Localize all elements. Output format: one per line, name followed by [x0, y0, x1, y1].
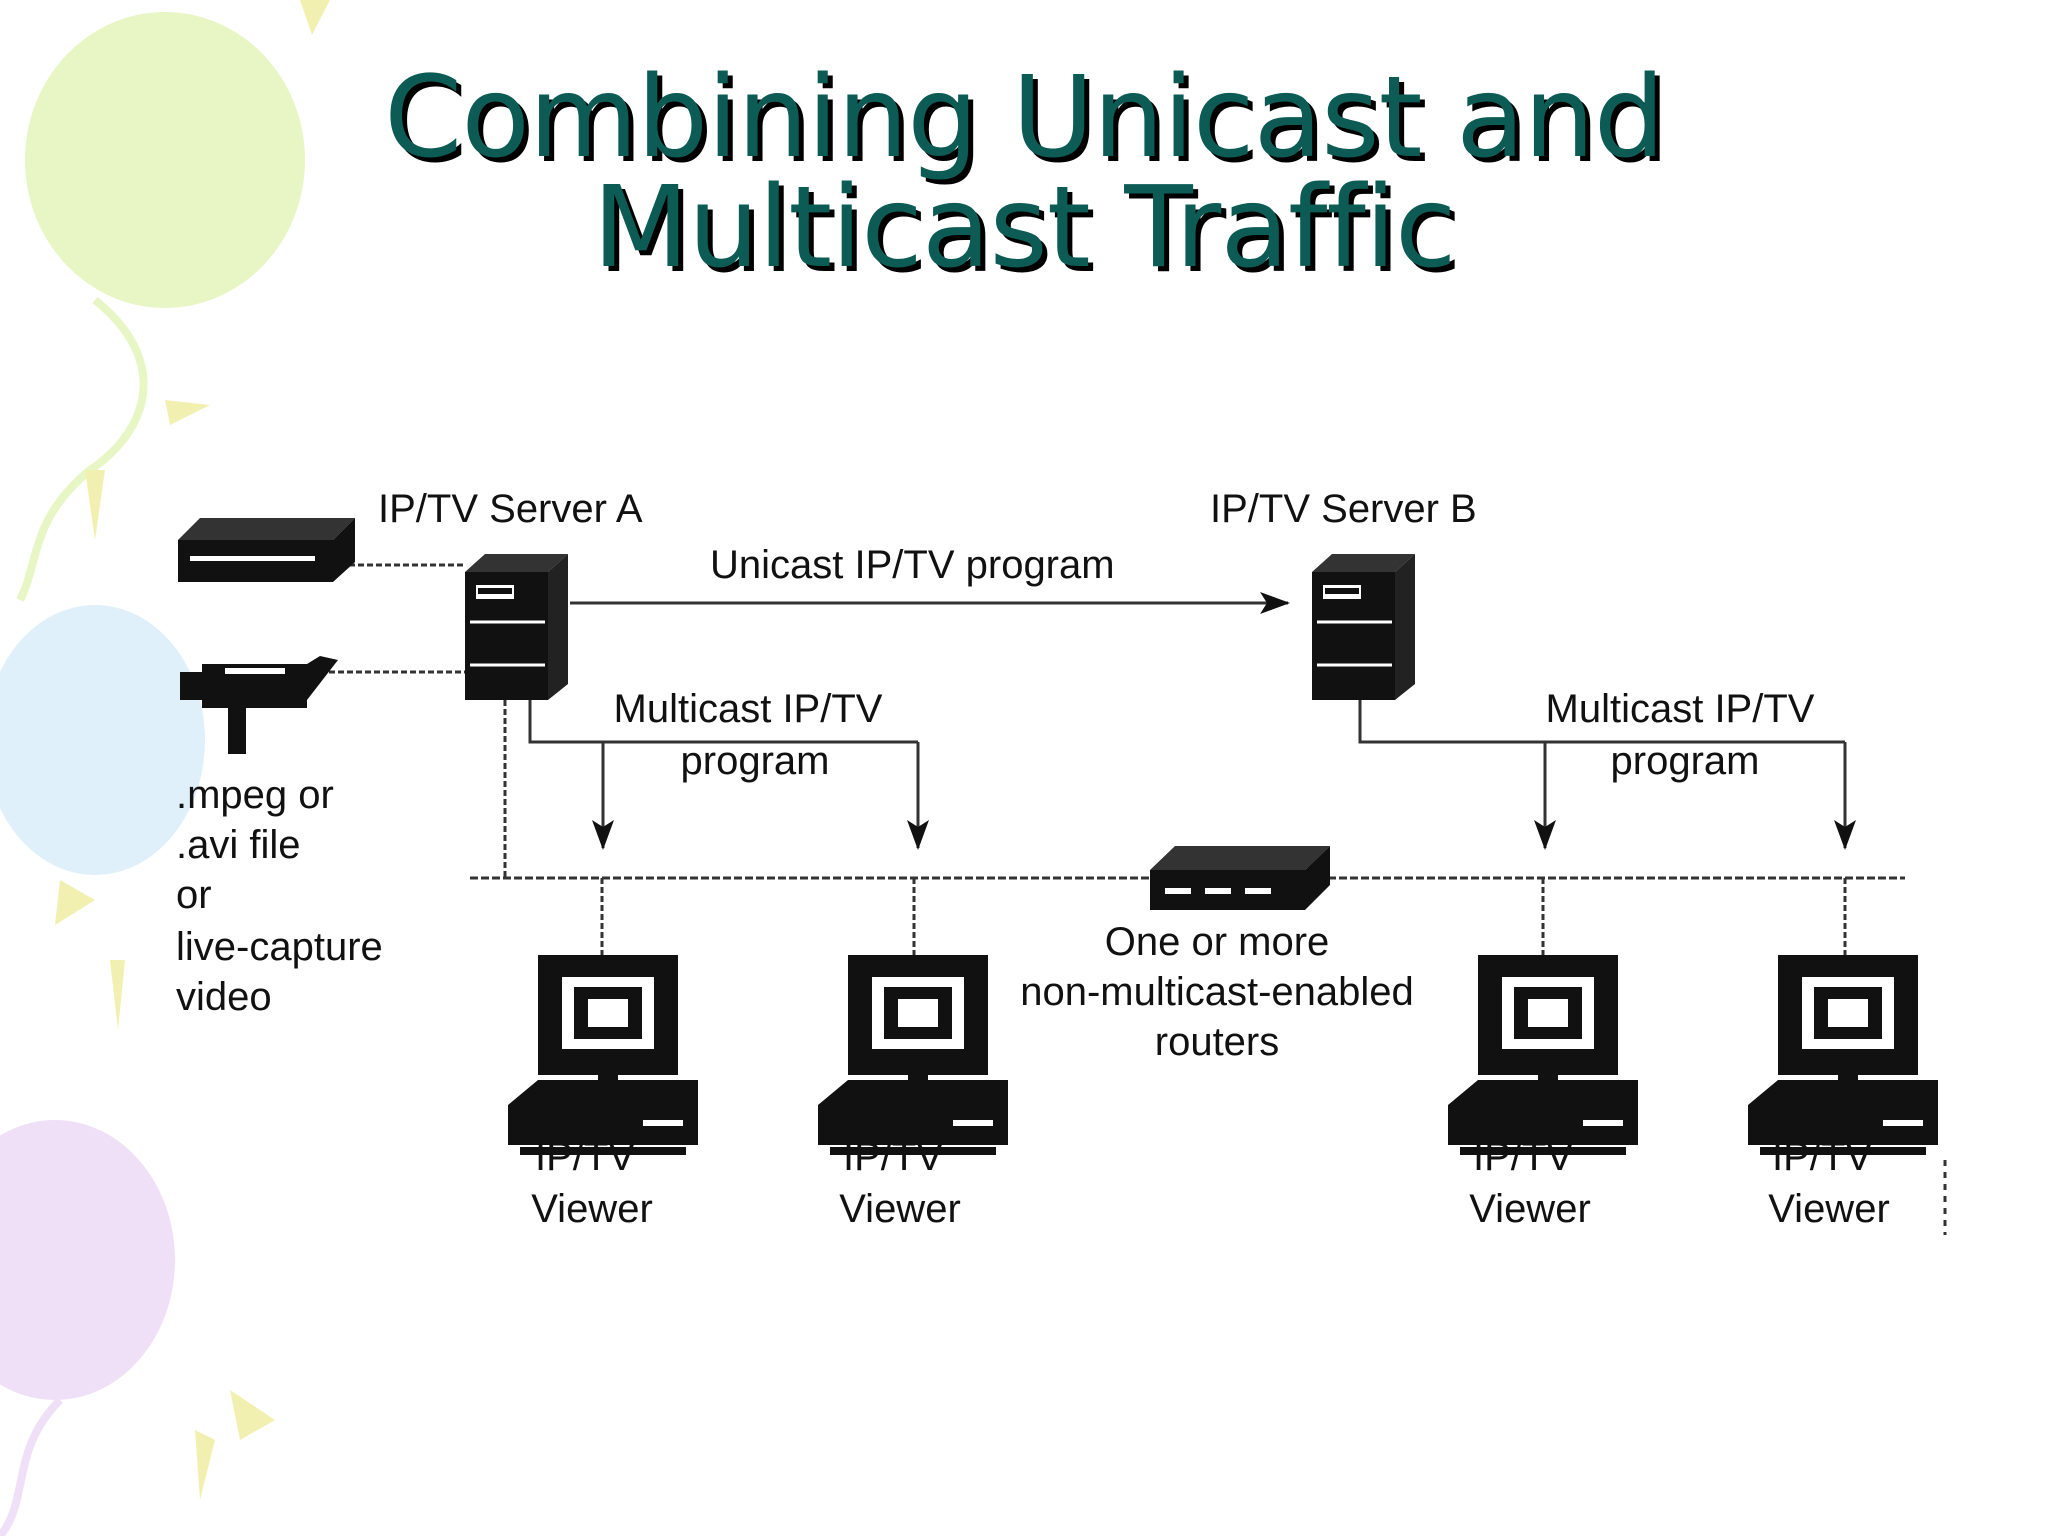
multicast-b-arrow-path — [1358, 700, 1845, 744]
router-label-line-2: non-multicast-enabled — [1020, 970, 1414, 1014]
confetti — [230, 1390, 275, 1440]
viewer-label-line-1: IP/TV — [535, 1135, 635, 1179]
viewer-label-line-2: Viewer — [1768, 1187, 1890, 1231]
router-label-line-1: One or more — [1105, 920, 1330, 964]
multicast-b-label-line-2: program — [1611, 739, 1760, 783]
source-label-line-2: .avi file — [176, 823, 301, 867]
confetti — [55, 880, 95, 925]
server-b-icon — [1312, 554, 1415, 700]
viewer-computer-icon — [508, 955, 698, 1155]
confetti — [195, 1430, 215, 1500]
viewer-label-line-2: Viewer — [839, 1187, 961, 1231]
unicast-label: Unicast IP/TV program — [710, 543, 1115, 587]
source-label-line-5: video — [176, 975, 272, 1019]
slide-title-line-1: Combining Unicast and — [384, 53, 1665, 183]
multicast-a-label-line-1: Multicast IP/TV — [614, 687, 883, 731]
viewer-computer-icon — [1748, 955, 1938, 1155]
server-b-label: IP/TV Server B — [1210, 487, 1477, 531]
viewer-label-line-1: IP/TV — [843, 1135, 943, 1179]
viewer-computer-icon — [1448, 955, 1638, 1155]
multicast-a-arrow-path — [528, 700, 918, 744]
balloon-string — [0, 1397, 63, 1536]
multicast-b-label-line-1: Multicast IP/TV — [1546, 687, 1815, 731]
balloon-purple — [0, 1120, 175, 1400]
router-icon — [1150, 846, 1330, 910]
source-label-line-1: .mpeg or — [176, 773, 334, 817]
viewer-label-line-2: Viewer — [531, 1187, 653, 1231]
viewer-label-line-1: IP/TV — [1473, 1135, 1573, 1179]
viewer-label-line-1: IP/TV — [1772, 1135, 1872, 1179]
source-label-line-4: live-capture — [176, 925, 383, 969]
confetti — [300, 0, 330, 35]
slide-title-line-2: Multicast Traffic — [592, 163, 1456, 293]
router-label-line-3: routers — [1155, 1020, 1280, 1064]
multicast-a-label-line-2: program — [681, 739, 830, 783]
server-a-label: IP/TV Server A — [378, 487, 643, 531]
confetti — [85, 470, 105, 540]
confetti — [110, 960, 125, 1030]
confetti — [165, 400, 210, 425]
viewer-computer-icon — [818, 955, 1008, 1155]
vcr-icon — [178, 518, 355, 582]
server-a-icon — [465, 554, 568, 700]
balloon-string — [16, 296, 148, 602]
balloon-blue — [0, 605, 205, 875]
balloon-green — [25, 12, 305, 308]
viewer-label-line-2: Viewer — [1469, 1187, 1591, 1231]
source-label-line-3: or — [176, 873, 212, 917]
video-camera-icon — [180, 656, 338, 754]
